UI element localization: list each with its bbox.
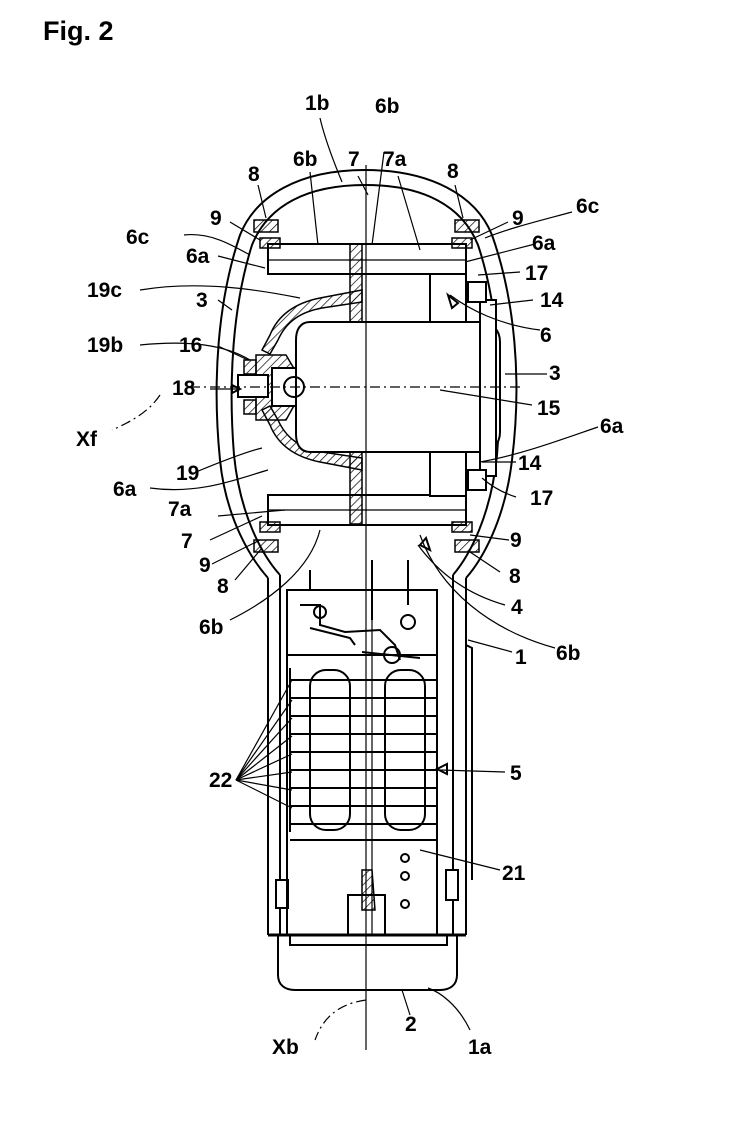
label-6c-right: 6c [576,195,600,218]
label-6b-left: 6b [293,148,318,171]
figure-title: Fig. 2 [43,16,114,46]
label-4: 4 [511,596,523,619]
label-6a-left-bottom: 6a [113,478,137,501]
label-8-right-top: 8 [447,160,459,183]
label-7a-bottom: 7a [168,498,192,521]
label-6b-bottom-left: 6b [199,616,224,639]
label-2: 2 [405,1013,417,1036]
label-9-left-top: 9 [210,207,222,230]
label-8-left-bottom: 8 [217,575,229,598]
label-1: 1 [515,646,527,669]
label-9-right-top: 9 [512,207,524,230]
label-6b-top: 6b [375,95,400,118]
arrows [231,292,460,776]
label-Xf: Xf [76,428,98,451]
label-6-right: 6 [540,324,552,347]
label-17-bottom: 17 [530,487,553,510]
label-19c: 19c [87,279,122,302]
label-3-right: 3 [549,362,561,385]
label-9-right-bottom: 9 [510,529,522,552]
label-1a: 1a [468,1036,492,1059]
reference-labels: 1b 6b 6b 7 7a 8 8 9 9 6c 6c 6a 6a 17 19c… [76,92,624,1059]
label-6a-right-top: 6a [532,232,556,255]
label-8-right-bottom: 8 [509,565,521,588]
label-22: 22 [209,769,232,792]
label-15: 15 [537,397,561,420]
label-6a-left-top: 6a [186,245,210,268]
label-7-bottom: 7 [181,530,193,553]
label-6b-bottom-right: 6b [556,642,581,665]
label-1b: 1b [305,92,330,115]
leader-lines [139,117,599,1031]
label-3-left: 3 [196,289,208,312]
label-7-top: 7 [348,148,360,171]
label-14-bottom: 14 [518,452,542,475]
label-7a-top: 7a [383,148,407,171]
label-6a-right-bottom: 6a [600,415,624,438]
label-6c-left: 6c [126,226,150,249]
label-14-top: 14 [540,289,564,312]
label-9-left-bottom: 9 [199,554,211,577]
label-5: 5 [510,762,522,785]
label-18: 18 [172,377,196,400]
label-19: 19 [176,462,199,485]
label-8-left-top: 8 [248,163,260,186]
label-17-top: 17 [525,262,548,285]
label-19b: 19b [87,334,123,357]
label-21: 21 [502,862,526,885]
fins [289,668,438,832]
blade-assembly [253,219,480,553]
label-16: 16 [179,334,202,357]
power-unit [286,560,438,936]
label-Xb: Xb [272,1036,299,1059]
